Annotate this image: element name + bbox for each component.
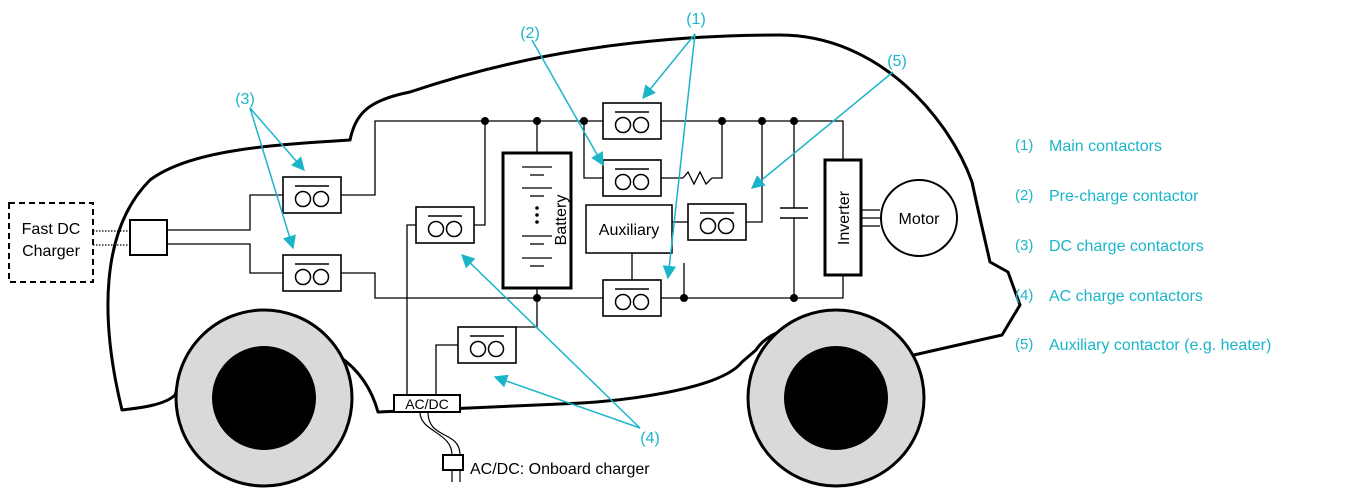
callout-2: (2)	[520, 25, 540, 42]
legend-num: (5)	[1015, 336, 1033, 353]
legend-num: (2)	[1015, 187, 1033, 204]
auxiliary-box	[585, 204, 673, 254]
callout-3: (3)	[235, 91, 255, 108]
rear-wheel	[174, 308, 354, 488]
legend-item: (3) DC charge contactors	[1015, 237, 1204, 255]
ac-charge-contactor-upper	[415, 206, 475, 244]
motor-circle	[880, 179, 958, 257]
legend-num: (3)	[1015, 237, 1033, 254]
fast-dc-charger-label-2: Charger	[22, 243, 80, 260]
onboard-charger-plug	[442, 454, 464, 471]
legend-item: (5) Auxiliary contactor (e.g. heater)	[1015, 336, 1271, 354]
callout-arrows	[249, 33, 894, 429]
dc-charge-contactor-bottom	[282, 254, 342, 292]
legend-text: Pre-charge contactor	[1049, 188, 1199, 205]
callout-4: (4)	[640, 430, 660, 447]
onboard-charger-cable	[419, 411, 461, 456]
auxiliary-label: Auxiliary	[599, 222, 659, 239]
legend-num: (4)	[1015, 287, 1033, 304]
legend-item: (1) Main contactors	[1015, 137, 1162, 155]
onboard-charger-label: AC/DC: Onboard charger	[470, 461, 650, 478]
fast-dc-charger-label-1: Fast DC	[22, 221, 81, 238]
acdc-box	[393, 394, 461, 413]
front-wheel	[746, 308, 926, 488]
pre-charge-contactor	[602, 159, 662, 197]
inverter-label: Inverter	[836, 190, 853, 245]
fast-dc-charger-box	[8, 202, 94, 283]
battery-label: Battery	[553, 195, 570, 246]
legend-text: AC charge contactors	[1049, 288, 1203, 305]
legend-text: Main contactors	[1049, 138, 1162, 155]
legend-item: (2) Pre-charge contactor	[1015, 187, 1199, 205]
battery-pack: Battery	[501, 151, 573, 290]
inverter-box	[823, 158, 863, 277]
main-contactor-bottom	[602, 279, 662, 317]
legend: (1) Main contactors (2) Pre-charge conta…	[1015, 137, 1271, 354]
dc-charge-port	[129, 219, 168, 256]
ac-charge-contactor-lower	[457, 326, 517, 364]
acdc-label: AC/DC	[405, 396, 449, 412]
main-contactor-top	[602, 102, 662, 140]
legend-num: (1)	[1015, 137, 1033, 154]
legend-text: DC charge contactors	[1049, 238, 1204, 255]
callout-1: (1)	[686, 11, 706, 28]
auxiliary-contactor	[687, 203, 747, 241]
legend-text: Auxiliary contactor (e.g. heater)	[1049, 337, 1271, 354]
dc-charge-contactor-top	[282, 176, 342, 214]
junction-dots	[481, 117, 798, 302]
motor-label: Motor	[899, 211, 941, 228]
callout-5: (5)	[887, 53, 907, 70]
legend-item: (4) AC charge contactors	[1015, 287, 1203, 305]
